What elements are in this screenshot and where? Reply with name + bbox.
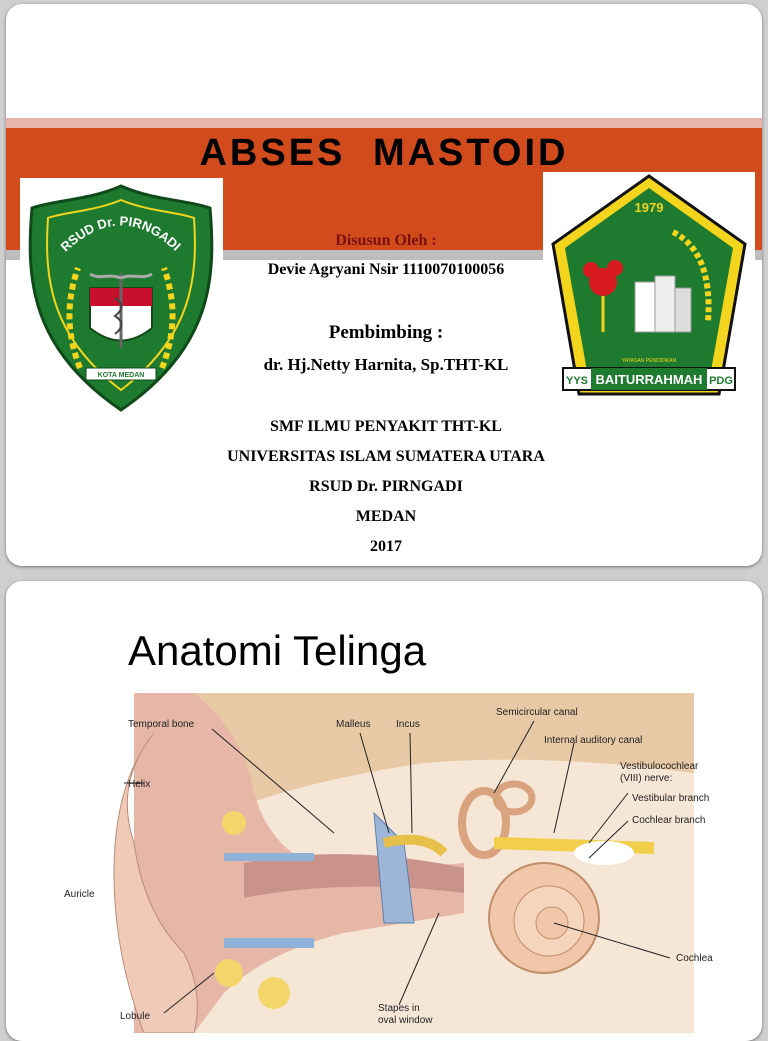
label-auricle: Auricle [64,889,95,900]
label-semicircular-canal: Semicircular canal [496,707,578,718]
label-stapes: Stapes in [378,1003,420,1014]
label-viii-nerve: (VIII) nerve: [620,773,672,784]
anatomy-slide[interactable]: Anatomi Telinga Temporal bone Malleus In… [6,581,762,1041]
label-temporal-bone: Temporal bone [128,719,195,730]
label-vestibulocochlear: Vestibulocochlear [620,761,699,772]
logo-right-banner-text: BAITURRAHMAH [596,372,703,387]
slide-title: Anatomi Telinga [128,627,427,674]
rsud-pirngadi-logo: RSUD Dr. PIRNGADI KOTA MEDAN [20,178,223,420]
label-cochlear-branch: Cochlear branch [632,815,705,826]
band-shadow-strip [6,250,762,260]
supervisor-label: Pembimbing : [328,322,444,343]
label-helix: Helix [128,779,150,790]
logo-left-bottom-text: KOTA MEDAN [98,372,145,379]
year: 2017 [370,538,402,555]
label-oval-window: oval window [378,1015,433,1026]
department: SMF ILMU PENYAKIT THT-KL [270,418,502,435]
slide-title: ABSES MASTOID [199,132,569,174]
university: UNIVERSITAS ISLAM SUMATERA UTARA [227,448,545,465]
label-vestibular-branch: Vestibular branch [632,793,709,804]
baiturrahmah-logo: 1979 YAYASAN PENDIDIKAN BAITURRAHMAH YYS… [543,172,755,404]
label-cochlea: Cochlea [676,953,713,964]
label-lobule: Lobule [120,1011,150,1022]
title-band-accent [6,118,762,128]
shield-logo-icon: RSUD Dr. PIRNGADI KOTA MEDAN [28,184,214,412]
label-internal-auditory-canal: Internal auditory canal [544,735,642,746]
author-name: Devie Agryani Nsir 1110070100056 [267,261,505,278]
logo-right-year: 1979 [635,200,664,215]
city: MEDAN [355,508,417,525]
label-malleus: Malleus [336,719,370,730]
logo-right-right-tag: PDG [709,375,733,387]
hospital: RSUD Dr. PIRNGADI [309,478,463,495]
pentagon-logo-icon: 1979 YAYASAN PENDIDIKAN BAITURRAHMAH YYS… [551,174,747,396]
ear-anatomy-diagram: Temporal bone Malleus Incus Semicircular… [64,693,713,1033]
compiled-by-label: Disusun Oleh : [335,232,437,249]
logo-right-small-text: YAYASAN PENDIDIKAN [622,358,677,364]
title-slide[interactable]: ABSES MASTOID RSUD Dr. PIRNGADI KOTA MED… [6,4,762,566]
logo-right-left-tag: YYS [566,375,588,387]
label-incus: Incus [396,719,420,730]
supervisor-name: dr. Hj.Netty Harnita, Sp.THT-KL [263,355,509,374]
